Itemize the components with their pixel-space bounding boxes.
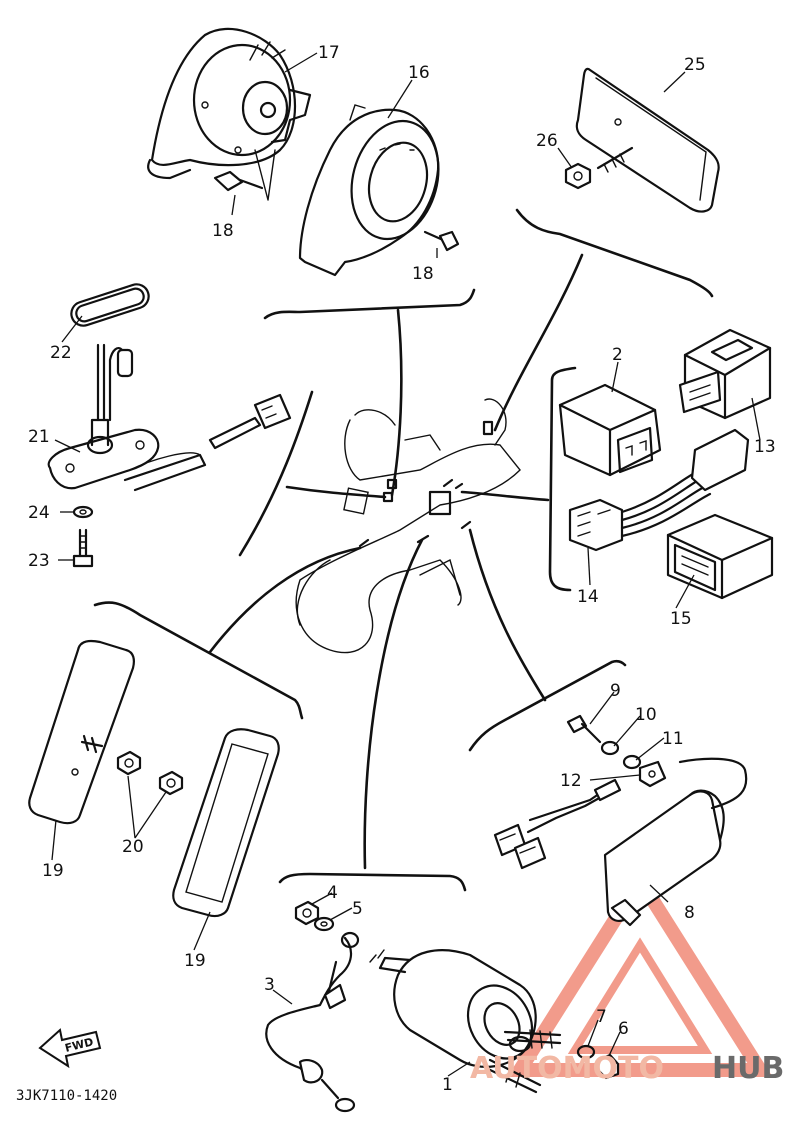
frame-mount-points xyxy=(358,420,494,548)
flasher-relay xyxy=(678,328,772,420)
callout-20: 20 xyxy=(122,837,144,857)
callout-21: 21 xyxy=(28,427,50,447)
callout-16: 16 xyxy=(408,63,430,83)
callout-4: 4 xyxy=(327,883,338,903)
leader-lines xyxy=(208,253,584,870)
callout-15: 15 xyxy=(670,609,692,629)
rear-reflector xyxy=(575,67,720,213)
forward-direction-indicator: FWD xyxy=(38,1028,102,1069)
callout-13: 13 xyxy=(754,437,776,457)
relay-unit xyxy=(558,383,662,477)
control-unit xyxy=(666,513,774,600)
wire-connector xyxy=(568,428,750,552)
diagram-code: 3JK7110-1420 xyxy=(16,1088,117,1104)
regulator-harness xyxy=(493,778,622,870)
callout-19: 19 xyxy=(42,861,64,881)
battery-lead xyxy=(265,931,360,1113)
callout-22: 22 xyxy=(50,343,72,363)
callout-17: 17 xyxy=(318,43,340,63)
callout-10: 10 xyxy=(635,705,657,725)
callout-18: 18 xyxy=(212,221,234,241)
starter-relay xyxy=(369,949,562,1094)
horn-small xyxy=(298,104,440,277)
horn-bolt xyxy=(213,149,276,201)
callout-23: 23 xyxy=(28,551,50,571)
callout-lines xyxy=(51,52,761,1077)
side-reflector-left xyxy=(28,639,135,825)
callout-1: 1 xyxy=(442,1075,453,1095)
reflector-nut xyxy=(564,146,634,190)
fuel-gauge-seal xyxy=(70,283,150,327)
callout-12: 12 xyxy=(560,771,582,791)
rectifier-regulator xyxy=(603,757,748,927)
reflector-nuts xyxy=(116,750,184,796)
callout-26: 26 xyxy=(536,131,558,151)
horn-large xyxy=(147,27,312,180)
side-reflector-right xyxy=(172,728,280,918)
callout-25: 25 xyxy=(684,55,706,75)
callout-7: 7 xyxy=(596,1007,607,1027)
callout-6: 6 xyxy=(618,1019,629,1039)
group-brackets xyxy=(93,208,714,892)
watermark-word-a: AUTOMOTO xyxy=(470,1051,664,1086)
callout-24: 24 xyxy=(28,503,50,523)
horn-small-bolt xyxy=(423,230,460,252)
callout-14: 14 xyxy=(577,587,599,607)
frame-outline xyxy=(295,398,521,654)
lead-nut-washer xyxy=(294,900,335,932)
watermark-logo xyxy=(507,866,773,1077)
callout-8: 8 xyxy=(684,903,695,923)
callout-2: 2 xyxy=(612,345,623,365)
callout-numbers: 17 16 18 18 25 26 22 21 24 23 2 13 14 15… xyxy=(28,43,776,1095)
callout-5: 5 xyxy=(352,899,363,919)
callout-3: 3 xyxy=(264,975,275,995)
callout-11: 11 xyxy=(662,729,684,749)
callout-19: 19 xyxy=(184,951,206,971)
sender-washer-bolt xyxy=(72,505,94,568)
callout-9: 9 xyxy=(610,681,621,701)
watermark-word-b: HUB xyxy=(712,1051,784,1086)
callout-18: 18 xyxy=(412,264,434,284)
watermark-text: AUTOMOTO HUB xyxy=(470,1051,784,1086)
regulator-fasteners xyxy=(566,714,667,788)
fuel-level-sender xyxy=(47,343,292,492)
